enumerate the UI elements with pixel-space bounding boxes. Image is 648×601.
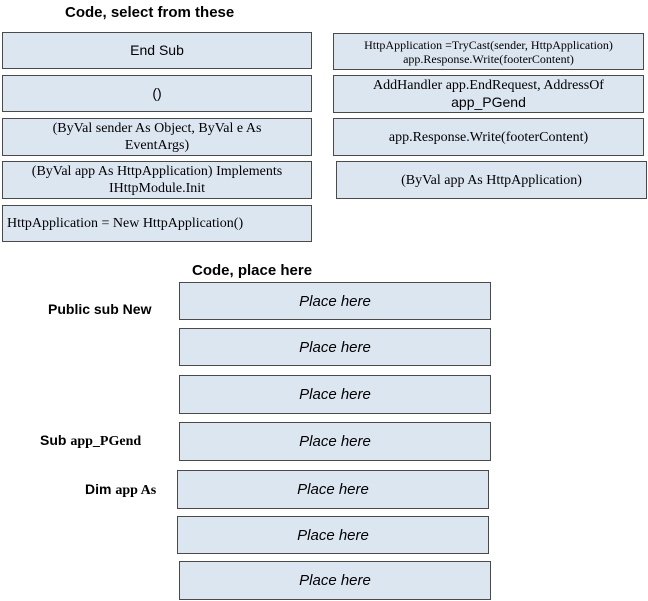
code-item-text: HttpApplication = New HttpApplication() [7, 216, 244, 231]
drop-target-2[interactable]: Place here [179, 328, 491, 366]
code-item-text: () [152, 85, 162, 101]
code-item-byval-app[interactable]: (ByVal app As HttpApplication) [336, 161, 647, 199]
code-item-text: (ByVal app As HttpApplication) Implement… [31, 164, 283, 179]
drop-target-placeholder: Place here [299, 386, 371, 403]
label-public-sub-new: Public sub New [48, 301, 152, 317]
drop-target-4[interactable]: Place here [179, 422, 491, 461]
drop-target-placeholder: Place here [299, 292, 371, 310]
code-item-text: EventArgs) [124, 138, 190, 153]
place-heading: Code, place here [192, 262, 313, 279]
drop-target-placeholder: Place here [299, 572, 371, 589]
code-item-end-sub[interactable]: End Sub [2, 32, 312, 69]
code-item-text: IHttpModule.Init [108, 181, 206, 196]
code-item-text: End Sub [130, 42, 184, 58]
drop-target-5[interactable]: Place here [177, 470, 489, 509]
label-sub-prefix: Sub [40, 432, 67, 448]
code-item-parentheses[interactable]: () [2, 75, 312, 112]
code-item-byval-app-implements[interactable]: (ByVal app As HttpApplication) Implement… [2, 161, 312, 199]
drop-target-3[interactable]: Place here [179, 375, 491, 414]
code-item-response-write[interactable]: app.Response.Write(footerContent) [333, 118, 644, 156]
label-dim-name: app As [115, 483, 157, 498]
drop-target-placeholder: Place here [299, 338, 371, 356]
code-item-byval-sender[interactable]: (ByVal sender As Object, ByVal e As Even… [2, 118, 312, 156]
code-item-new-httpapplication[interactable]: HttpApplication = New HttpApplication() [2, 205, 312, 242]
drop-target-7[interactable]: Place here [179, 561, 491, 600]
code-item-text: app.Response.Write(footerContent) [403, 51, 574, 66]
code-item-text: AddHandler app.EndRequest, AddressOf [373, 78, 604, 93]
drop-target-6[interactable]: Place here [177, 516, 489, 554]
drop-target-placeholder: Place here [297, 526, 369, 544]
label-dim-app-as: Dim app As [85, 481, 156, 499]
code-item-text: HttpApplication =TryCast(sender, HttpApp… [364, 37, 613, 52]
drop-target-placeholder: Place here [299, 433, 371, 450]
drop-target-placeholder: Place here [297, 481, 369, 498]
label-sub-name: app_PGend [70, 434, 142, 449]
code-item-text: (ByVal sender As Object, ByVal e As [52, 121, 262, 136]
drop-target-1[interactable]: Place here [179, 282, 491, 320]
select-heading: Code, select from these [65, 4, 235, 21]
code-item-text: app_PGend [451, 94, 526, 110]
code-item-trycast[interactable]: HttpApplication =TryCast(sender, HttpApp… [333, 33, 644, 70]
label-sub-app-pgend: Sub app_PGend [40, 432, 141, 450]
code-item-addhandler[interactable]: AddHandler app.EndRequest, AddressOf app… [333, 75, 644, 113]
label-dim-prefix: Dim [85, 481, 112, 497]
code-item-text: (ByVal app As HttpApplication) [401, 172, 582, 188]
code-item-text: app.Response.Write(footerContent) [388, 129, 589, 145]
